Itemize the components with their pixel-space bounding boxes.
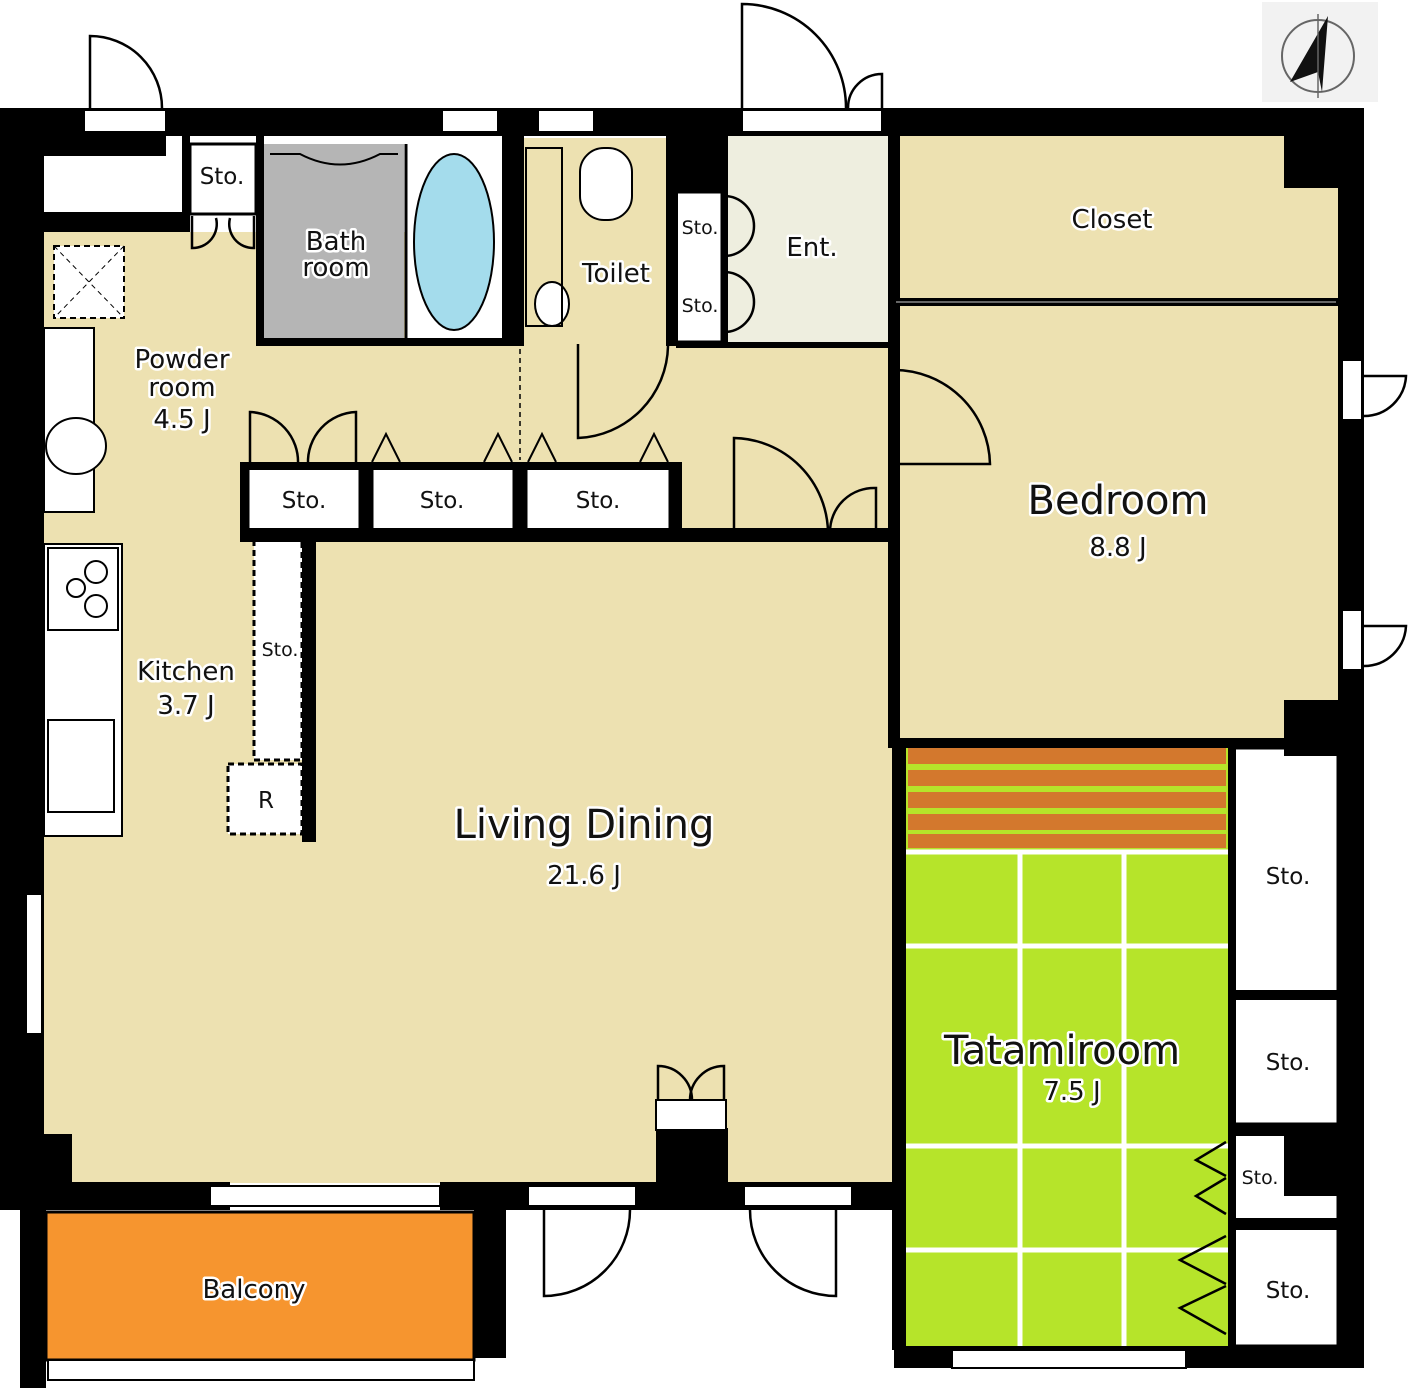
storage-label: Sto. (282, 488, 327, 514)
closet-floor (894, 132, 1338, 300)
bedroom-floor (894, 304, 1338, 738)
storage-label: Sto. (1266, 1050, 1311, 1076)
tatami-mats (906, 748, 1228, 1346)
kitchen-label: Kitchen (137, 657, 235, 687)
bath-room-label-2: room (302, 253, 369, 283)
bath-room-label-1: Bath (306, 227, 366, 257)
storage-label: Sto. (1242, 1167, 1279, 1189)
stove (47, 547, 119, 631)
closet-label: Closet (1071, 205, 1152, 235)
living-dining-label: Living Dining (454, 802, 715, 848)
storage-label: Sto. (682, 217, 719, 239)
bathtub (413, 153, 495, 331)
toilet-label: Toilet (581, 259, 650, 289)
refrigerator-label: R (258, 788, 274, 814)
powder-room-label-2: room (148, 373, 215, 403)
bedroom-size: 8.8 J (1089, 533, 1146, 563)
toilet-sink (534, 281, 570, 327)
north-arrow-icon (1262, 2, 1378, 102)
bath-floor (262, 144, 404, 340)
entrance-label: Ent. (786, 233, 837, 263)
balcony-label: Balcony (202, 1275, 305, 1305)
powder-room-label-1: Powder (134, 345, 229, 375)
tatami-room-label: Tatamiroom (943, 1028, 1180, 1074)
storage-label: Sto. (1266, 1278, 1311, 1304)
storage-label: Sto. (682, 295, 719, 317)
tatami-room-size: 7.5 J (1043, 1077, 1100, 1107)
storage-label: Sto. (420, 488, 465, 514)
storage-label: Sto. (1266, 864, 1311, 890)
toilet-counter (525, 147, 563, 327)
doors (88, 2, 1408, 1336)
burner (84, 594, 108, 618)
burner (66, 578, 86, 598)
kitchen-size: 3.7 J (157, 691, 214, 721)
burner (84, 560, 108, 584)
vanity-sink (45, 417, 107, 475)
kitchen-sink (47, 719, 115, 813)
storage-label: Sto. (262, 639, 299, 661)
bedroom-label: Bedroom (1028, 478, 1209, 524)
toilet-tank (579, 147, 633, 221)
living-dining-size: 21.6 J (547, 861, 621, 891)
storage-label: Sto. (576, 488, 621, 514)
powder-room-size: 4.5 J (153, 405, 210, 435)
storage-label: Sto. (200, 164, 245, 190)
